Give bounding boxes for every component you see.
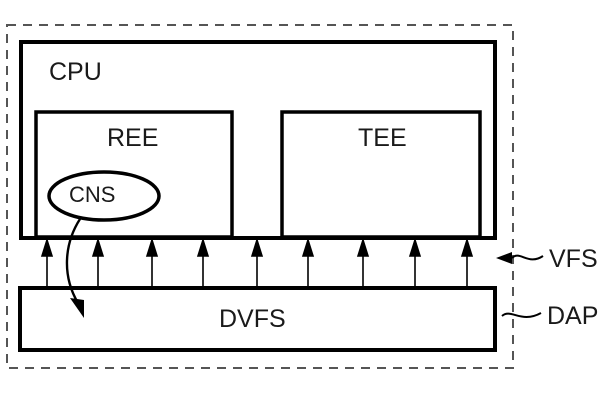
vfs-arrow (301, 237, 315, 288)
vfs-arrow (408, 237, 422, 288)
vfs-callout-leader (496, 252, 544, 264)
vfs-arrow (460, 237, 474, 288)
cns-ellipse (47, 170, 161, 222)
dap-callout-label: DAP (547, 302, 599, 330)
cns-to-dvfs-arrow (65, 218, 84, 318)
vfs-interface-arrows (40, 237, 474, 288)
vfs-arrow (91, 237, 105, 288)
tee-block (280, 110, 482, 239)
cns-ellipse-label: CNS (69, 182, 116, 207)
system-dashed-boundary (6, 24, 514, 369)
tee-block-label: TEE (358, 124, 407, 152)
dap-callout-leader (501, 312, 542, 318)
vfs-arrow (145, 237, 159, 288)
vfs-arrow (250, 237, 264, 288)
dvfs-block-label: DVFS (219, 305, 286, 333)
vfs-arrow (356, 237, 370, 288)
dvfs-block (18, 286, 497, 352)
vfs-callout-label: VFS (549, 245, 598, 273)
vfs-arrow (196, 237, 210, 288)
vfs-arrow (40, 237, 54, 288)
cpu-block-label: CPU (49, 58, 102, 86)
ree-block-label: REE (107, 124, 159, 152)
